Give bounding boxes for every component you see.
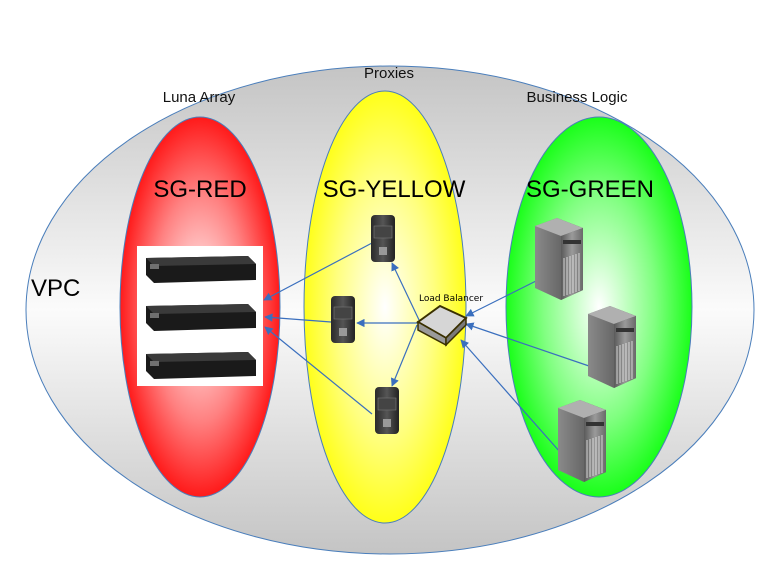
- proxy-server-icon: [375, 387, 399, 434]
- luna-array-icon: [137, 246, 263, 386]
- load-balancer-icon: [416, 304, 468, 347]
- app-server-icon: [588, 306, 636, 388]
- app-server-icon: [558, 400, 606, 482]
- sg-yellow-label: SG-YELLOW: [322, 176, 466, 203]
- sg-green-label: SG-GREEN: [525, 176, 655, 203]
- hsm-appliance-icon: [146, 304, 256, 331]
- proxy-server-icon: [331, 296, 355, 343]
- hsm-appliance-icon: [146, 256, 256, 283]
- proxies-title: Proxies: [363, 65, 415, 82]
- app-server-icon: [535, 218, 583, 300]
- business-logic-title: Business Logic: [526, 89, 628, 106]
- luna-array-title: Luna Array: [162, 89, 236, 106]
- sg-yellow-boundary: [303, 90, 467, 524]
- connectors: [263, 242, 590, 453]
- load-balancer-label: Load Balancer: [418, 294, 484, 304]
- sg-green-boundary: [505, 116, 693, 498]
- proxy-server-icon: [371, 215, 395, 262]
- hsm-appliance-icon: [146, 352, 256, 379]
- sg-red-label: SG-RED: [153, 176, 247, 203]
- vpc-label: VPC: [31, 275, 81, 302]
